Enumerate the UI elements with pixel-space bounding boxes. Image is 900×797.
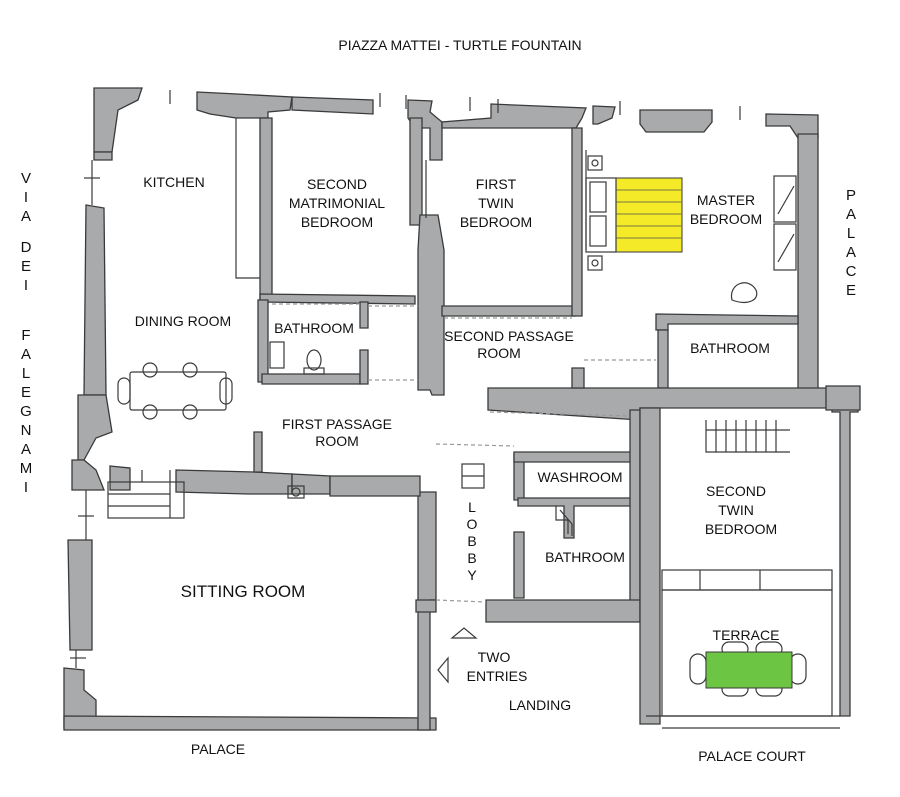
entry-arrow-left [437,656,449,684]
street-letter: E [21,384,31,401]
svg-text:FIRST PASSAGE: FIRST PASSAGE [282,416,392,432]
window-marks [70,90,741,668]
street-letter: A [21,346,31,363]
room-first-twin-bedroom: FIRST TWIN BEDROOM [460,176,532,230]
street-letter: A [21,441,31,458]
street-letter: I [24,479,28,496]
palace-letter: A [846,206,856,223]
entry-arrow-up [450,627,478,639]
room-kitchen: KITCHEN [143,174,204,190]
dining-table [117,362,233,420]
svg-text:SECOND: SECOND [307,176,367,192]
street-letter: E [21,258,31,275]
room-bathroom-master: BATHROOM [690,340,770,356]
svg-text:TWO: TWO [478,649,511,665]
walls [63,87,861,731]
palace-letter: A [846,244,856,261]
room-lobby: L O B B Y [467,499,478,583]
svg-text:SECOND PASSAGE: SECOND PASSAGE [444,328,574,344]
svg-text:SECOND: SECOND [706,483,766,499]
street-letter: I [24,189,28,206]
room-bathroom-2: BATHROOM [545,549,625,565]
street-letter: F [21,327,30,344]
svg-text:ENTRIES: ENTRIES [467,668,528,684]
street-letter: L [22,365,30,382]
room-sitting-room: SITTING ROOM [181,582,306,601]
room-master-bedroom: MASTER BEDROOM [690,192,762,227]
svg-text:BEDROOM: BEDROOM [301,214,373,230]
room-second-matrimonial-bedroom: SECOND MATRIMONIAL BEDROOM [289,176,385,230]
street-letter: G [20,403,32,420]
svg-text:ROOM: ROOM [315,433,359,449]
svg-text:BEDROOM: BEDROOM [460,214,532,230]
palace-letter: C [846,263,857,280]
palace-label-bottom: PALACE [191,741,245,757]
svg-text:B: B [467,533,476,549]
room-terrace: TERRACE [713,627,780,643]
street-letter: N [21,422,32,439]
svg-text:ROOM: ROOM [477,345,521,361]
street-letter: V [21,170,31,187]
master-bed [585,155,797,303]
svg-text:B: B [467,550,476,566]
room-first-passage: FIRST PASSAGE ROOM [282,416,392,449]
svg-text:O: O [467,516,478,532]
svg-text:BEDROOM: BEDROOM [705,521,777,537]
svg-text:MATRIMONIAL: MATRIMONIAL [289,195,385,211]
palace-letter: L [847,225,855,242]
interior-lines [107,118,840,729]
svg-text:L: L [468,499,476,515]
terrace-table [689,641,807,697]
svg-text:Y: Y [467,567,477,583]
room-washroom: WASHROOM [537,469,622,485]
street-label-left: V I A D E I F A L E G N A M I [20,170,33,496]
street-letter: M [20,460,33,477]
svg-text:TWIN: TWIN [718,502,754,518]
room-second-passage: SECOND PASSAGE ROOM [444,328,574,361]
plan-title: PIAZZA MATTEI - TURTLE FOUNTAIN [338,37,581,53]
room-dining-room: DINING ROOM [135,313,231,329]
palace-label-right: P A L A C E [846,187,857,299]
street-letter: D [21,239,32,256]
svg-text:TWIN: TWIN [478,195,514,211]
room-second-twin-bedroom: SECOND TWIN BEDROOM [705,483,777,537]
palace-letter: E [846,282,856,299]
landing-label: LANDING [509,697,571,713]
svg-text:BEDROOM: BEDROOM [690,211,762,227]
palace-court-label: PALACE COURT [698,748,806,764]
palace-letter: P [846,187,856,204]
two-entries-label: TWO ENTRIES [467,649,528,684]
room-bathroom-1: BATHROOM [274,320,354,336]
svg-text:MASTER: MASTER [697,192,755,208]
street-letter: I [24,277,28,294]
street-letter: A [21,208,31,225]
svg-text:FIRST: FIRST [476,176,517,192]
